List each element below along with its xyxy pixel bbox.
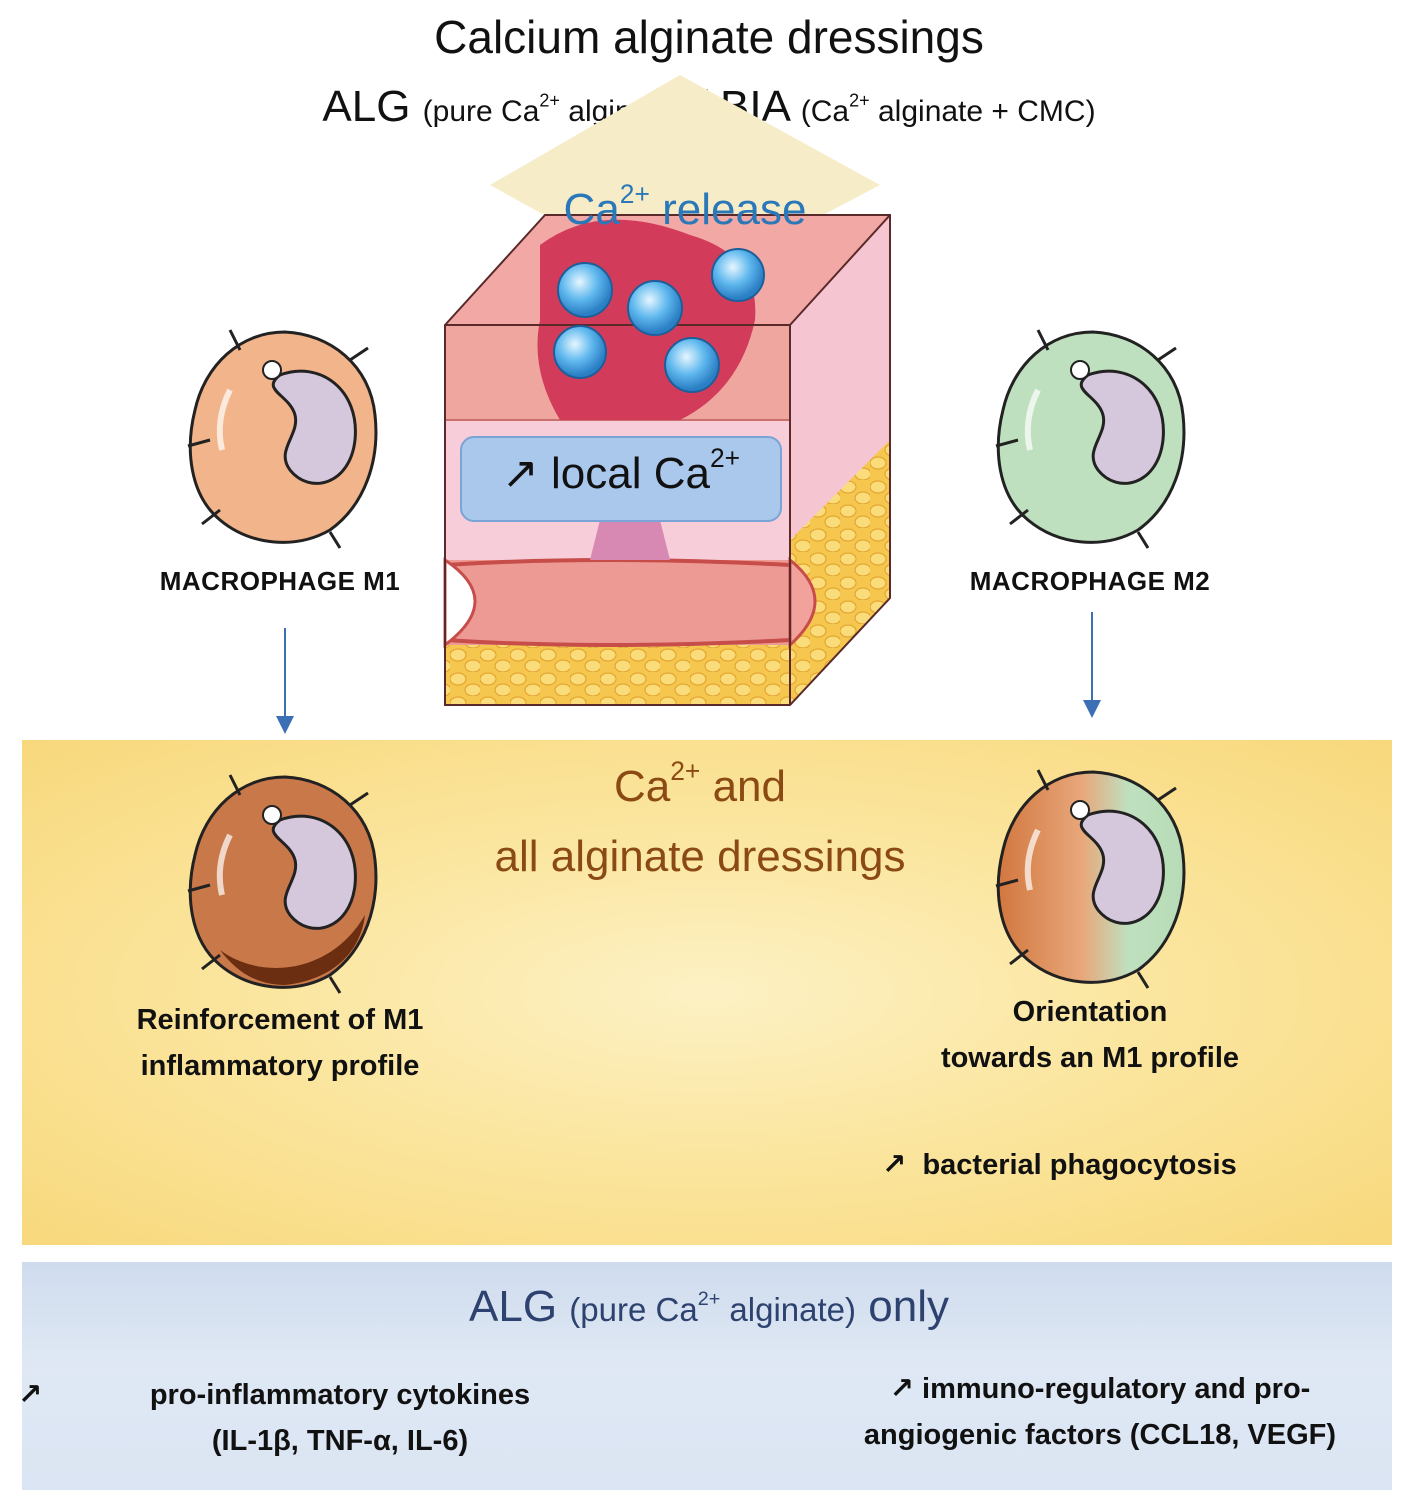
alg-label: ALG [322, 82, 411, 131]
m1-reinforcement-text: Reinforcement of M1 inflammatory profile [136, 1004, 424, 1082]
increase-arrow-icon: ↗ [501, 449, 539, 498]
increase-arrow-icon: ↗ [18, 1379, 43, 1411]
macrophage-m2-icon [995, 329, 1186, 549]
macrophage-m2-label: MACROPHAGE M2 [969, 566, 1211, 596]
skin-wound-illustration [443, 75, 891, 706]
macrophage-m1-label: MACROPHAGE M1 [159, 566, 401, 596]
blue-panel-heading: ALG (pure Ca2+ alginate) only [469, 1282, 949, 1331]
cytokines-arrow: ↗ [18, 1372, 42, 1418]
alg-only-panel [22, 1262, 1392, 1490]
vessel-opening [443, 557, 477, 649]
local-ca-box [460, 436, 782, 522]
calcium-ion-bubble [557, 262, 613, 318]
increase-arrow-icon: ↗ [882, 1149, 907, 1181]
page-title: Calcium alginate dressings [434, 11, 984, 63]
phagocytosis-text: ↗ bacterial phagocytosis [882, 1149, 1237, 1181]
fat-layer [445, 645, 790, 705]
cytokines-text: pro-inflammatory cytokines (IL-1β, TNF-α… [149, 1379, 531, 1457]
oriented-macrophage-icon [995, 769, 1186, 989]
blood-vessel-layer [445, 560, 790, 645]
bia-description: (Ca2+ alginate + CMC) [800, 90, 1096, 128]
calcium-ion-bubble [664, 337, 720, 393]
down-arrow-icon [1083, 612, 1101, 718]
ca-release-label: Ca2+ release [563, 178, 807, 234]
increase-arrow-icon: ↗ [889, 1373, 914, 1405]
macrophage-m1-icon [187, 329, 378, 549]
yellow-panel-heading: Ca2+ and all alginate dressings [494, 755, 906, 881]
local-ca-label: ↗ local Ca2+ [501, 442, 741, 498]
factors-text: ↗ immuno-regulatory and pro- angiogenic … [863, 1373, 1337, 1451]
m2-orientation-text: Orientation towards an M1 profile [940, 996, 1240, 1074]
calcium-ion-bubble [627, 280, 683, 336]
down-arrow-icon [276, 628, 294, 734]
calcium-ion-bubble [553, 325, 607, 379]
calcium-ion-bubble [711, 248, 765, 302]
side-fat-layer [790, 440, 890, 705]
reinforced-m1-macrophage-icon [187, 774, 378, 994]
